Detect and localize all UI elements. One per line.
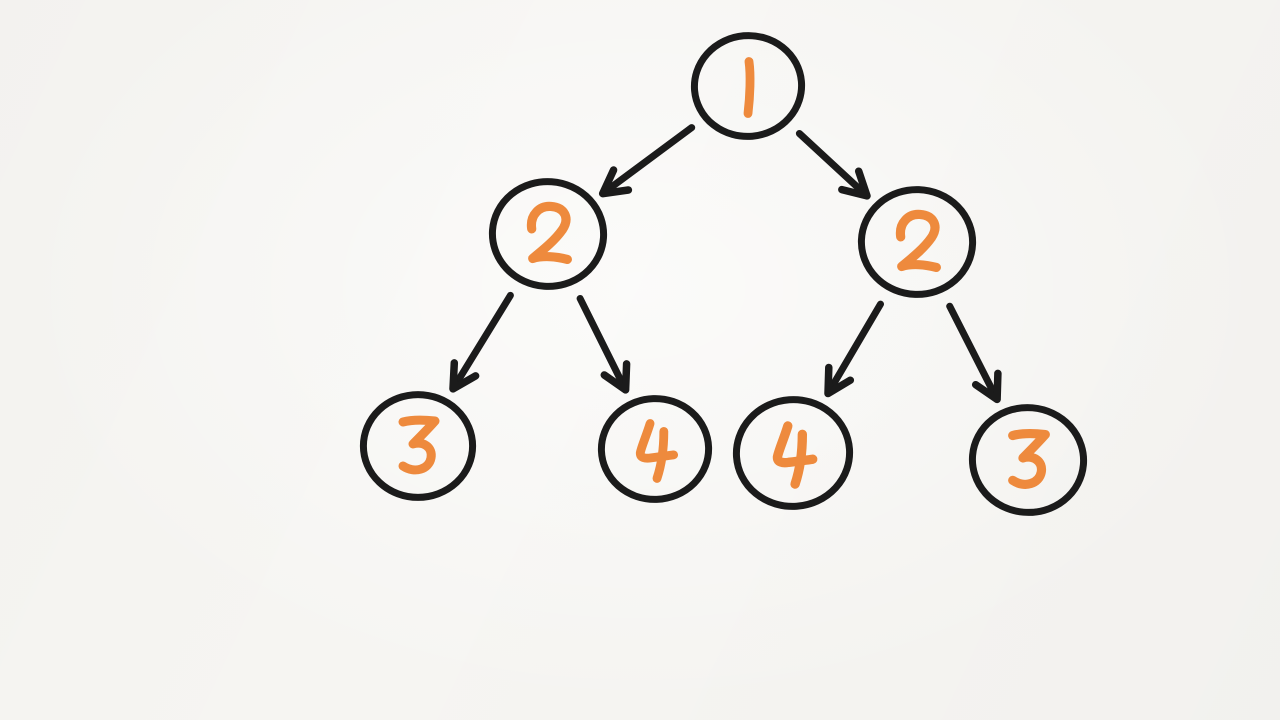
node-label [743, 57, 755, 118]
node-label [895, 209, 941, 273]
node-label-glyph [772, 421, 818, 468]
edges-layer [449, 124, 1002, 404]
edge-arrowhead-icon [600, 360, 631, 394]
node-label-glyph [398, 415, 440, 475]
node-label-glyph [743, 57, 755, 118]
node-label-glyph [790, 429, 808, 489]
edge-arrowhead-icon [449, 359, 480, 393]
tree-node [732, 396, 854, 510]
edge-shaft [946, 302, 1001, 403]
tree-edge [946, 302, 1002, 404]
node-label [1008, 428, 1050, 489]
tree-edge [598, 124, 696, 198]
node-circle [857, 186, 977, 298]
node-label-glyph [526, 201, 572, 265]
tree-node [857, 186, 977, 298]
tree-node [359, 391, 477, 501]
node-circle [359, 391, 477, 501]
node-circle [968, 404, 1088, 516]
edge-shaft [795, 130, 871, 200]
node-label [635, 419, 679, 483]
node-label-glyph [1008, 428, 1050, 489]
node-label-glyph [652, 426, 669, 483]
node-circle [488, 178, 608, 290]
tree-node [488, 178, 608, 290]
tree-edge [576, 295, 631, 394]
nodes-layer [359, 32, 1088, 516]
tree-edge [824, 300, 884, 398]
node-label-glyph [635, 419, 679, 463]
tree-edge [795, 130, 871, 200]
node-label [398, 415, 440, 475]
edge-arrowhead-icon [824, 363, 855, 398]
tree-edge [449, 291, 514, 393]
edge-shaft [449, 291, 514, 393]
node-label [526, 201, 572, 265]
tree-node [690, 32, 806, 140]
node-circle [732, 396, 854, 510]
node-circle [690, 32, 806, 140]
tree-node [968, 404, 1088, 516]
edge-shaft [599, 124, 696, 198]
tree-node [597, 395, 713, 503]
edge-shaft [824, 300, 884, 397]
edge-arrowhead-icon [971, 369, 1002, 404]
edge-arrowhead-icon [838, 167, 871, 200]
node-label-glyph [895, 209, 941, 273]
node-circle [597, 395, 713, 503]
node-label [772, 421, 818, 489]
edge-shaft [576, 295, 630, 394]
edge-arrowhead-icon [598, 166, 633, 198]
